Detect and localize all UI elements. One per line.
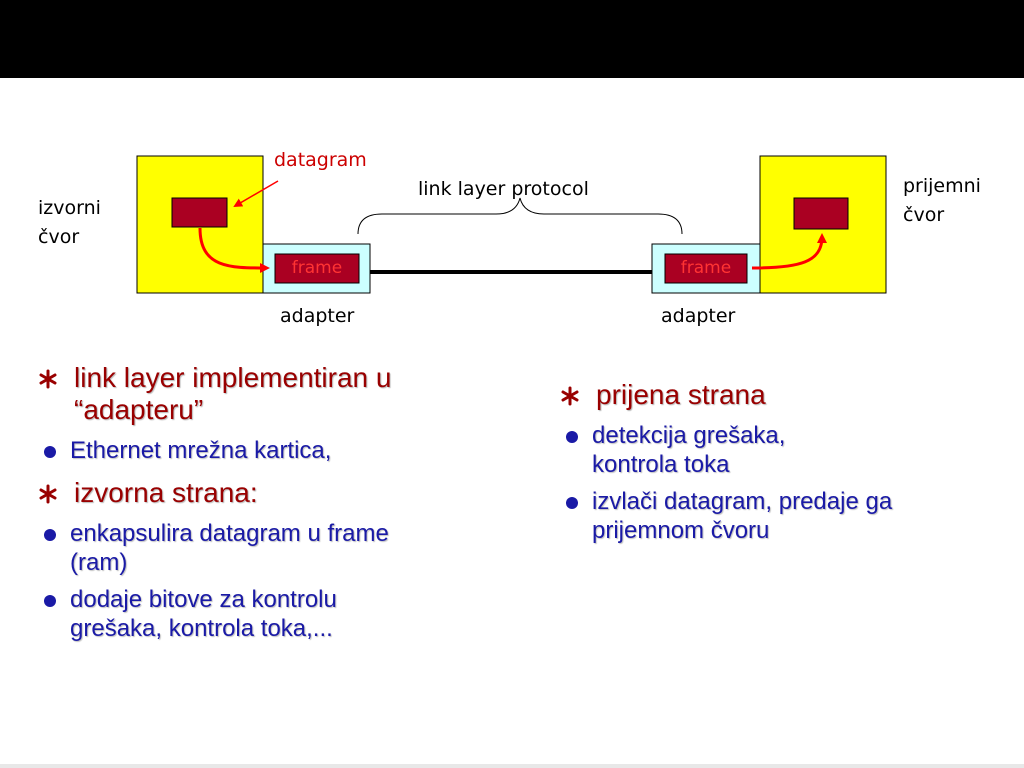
asterisk-bullet-icon [36, 478, 60, 508]
asterisk-bullet-icon [36, 363, 60, 393]
datagram-label: datagram [274, 149, 367, 171]
bullet-text: prijena strana [596, 379, 766, 410]
sub-bullet-error-bits: dodaje bitove za kontrolu grešaka, kontr… [36, 585, 506, 643]
dest-frame [664, 253, 748, 284]
source-frame [274, 253, 360, 284]
dot-bullet-icon [44, 446, 56, 458]
dot-bullet-icon [566, 497, 578, 509]
datagram-pointer-arrow [233, 180, 279, 208]
sub-bullet-text: enkapsulira datagram u frame (ram) [70, 520, 389, 576]
sub-bullet-text: izvlači datagram, predaje ga prijemnom č… [592, 488, 893, 544]
title-bar [0, 0, 1024, 78]
dot-bullet-icon [44, 595, 56, 607]
right-bullet-list: prijena strana detekcija grešaka, kontro… [558, 379, 998, 545]
left-bullet-list: link layer implementiran u “adapteru” Et… [36, 362, 506, 643]
decapsulate-arrow [751, 233, 827, 270]
bullet-text: link layer implementiran u “adapteru” [74, 362, 392, 425]
source-frame-label: frame [291, 258, 343, 278]
dest-adapter-label: adapter [661, 305, 736, 327]
sub-bullet-encapsulate: enkapsulira datagram u frame (ram) [36, 519, 506, 577]
bottom-rule [0, 764, 1024, 768]
protocol-label: link layer protocol [418, 178, 589, 200]
link-layer-diagram: izvorni čvor prijemni čvor datagram link… [0, 0, 1024, 340]
sub-bullet-text: Ethernet mrežna kartica, [70, 437, 332, 464]
source-adapter-label: adapter [280, 305, 355, 327]
source-datagram [171, 197, 228, 228]
bullet-receiving-side: prijena strana [558, 379, 998, 411]
dest-node-label: prijemni čvor [903, 175, 981, 226]
bullet-text: izvorna strana: [74, 477, 258, 508]
dest-datagram [793, 197, 849, 230]
dest-frame-label: frame [680, 258, 732, 278]
protocol-brace [357, 197, 683, 235]
source-node-label: izvorni čvor [38, 197, 101, 248]
sub-bullet-error-detection: detekcija grešaka, kontrola toka [558, 421, 998, 479]
asterisk-bullet-icon [558, 380, 582, 410]
bullet-link-layer: link layer implementiran u “adapteru” [36, 362, 506, 426]
encapsulate-arrow [198, 227, 270, 273]
dot-bullet-icon [44, 529, 56, 541]
bullet-source-side: izvorna strana: [36, 477, 506, 509]
sub-bullet-text: detekcija grešaka, kontrola toka [592, 422, 786, 478]
diagram-canvas [136, 155, 887, 294]
sub-bullet-extract-datagram: izvlači datagram, predaje ga prijemnom č… [558, 487, 998, 545]
sub-bullet-ethernet: Ethernet mrežna kartica, [36, 436, 506, 465]
sub-bullet-text: dodaje bitove za kontrolu grešaka, kontr… [70, 586, 337, 642]
dot-bullet-icon [566, 431, 578, 443]
